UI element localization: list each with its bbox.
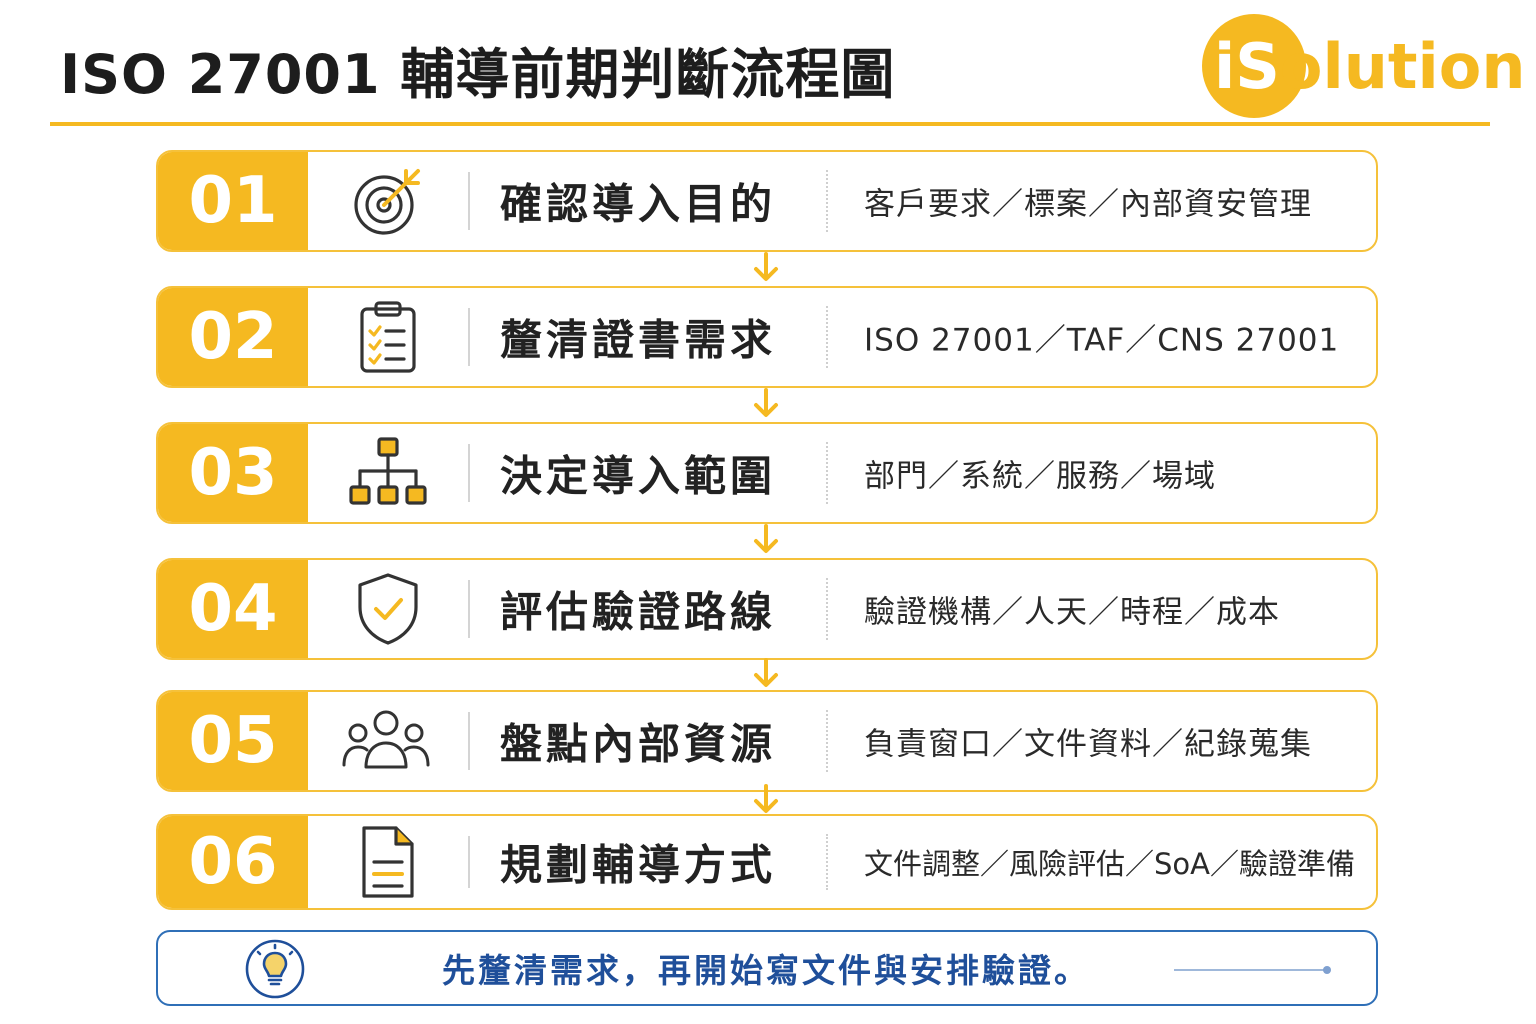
org-chart-icon <box>348 433 428 513</box>
page-title: ISO 27001 輔導前期判斷流程圖 <box>60 43 896 106</box>
step-card-01: 01 確認導入目的 客戶要求／標案／內部資安管理 <box>156 150 1378 252</box>
step-title: 釐清證書需求 <box>500 315 777 365</box>
step-description: 驗證機構／人天／時程／成本 <box>864 594 1280 631</box>
decorative-line <box>1174 966 1331 974</box>
dotted-separator <box>826 578 828 640</box>
target-icon <box>348 161 428 241</box>
step-title: 確認導入目的 <box>500 179 777 229</box>
step-card-03: 03 決定導入範圍 部門／系統／服務／場域 <box>156 422 1378 524</box>
shield-check-icon <box>348 569 428 649</box>
logo-circle <box>1202 14 1306 118</box>
step-number: 06 <box>188 825 278 899</box>
step-number: 03 <box>188 436 278 510</box>
down-arrow-icon <box>754 252 778 281</box>
down-arrow-icon <box>754 658 778 687</box>
header-divider <box>50 122 1490 126</box>
step-description: 文件調整／風險評估／SoA／驗證準備 <box>864 847 1355 881</box>
step-description: ISO 27001／TAF／CNS 27001 <box>864 322 1340 359</box>
step-card-06: 06 規劃輔導方式 文件調整／風險評估／SoA／驗證準備 <box>156 814 1378 910</box>
logo-text: iSolution <box>1214 30 1526 103</box>
tip-bar: 先釐清需求，再開始寫文件與安排驗證。 <box>156 930 1378 1006</box>
vertical-separator <box>468 836 470 888</box>
step-title: 規劃輔導方式 <box>500 840 777 890</box>
vertical-separator <box>468 580 470 638</box>
vertical-separator <box>468 444 470 502</box>
step-number: 01 <box>188 164 278 238</box>
dotted-separator <box>826 170 828 232</box>
brand-logo: iSolution <box>1200 12 1526 122</box>
step-number: 02 <box>188 300 278 374</box>
step-number-box: 06 <box>158 816 308 908</box>
vertical-separator <box>468 308 470 366</box>
step-card-02: 02 釐清證書需求 ISO 27001／TAF／CNS 27001 <box>156 286 1378 388</box>
step-number: 04 <box>188 572 278 646</box>
step-number-box: 01 <box>158 152 308 250</box>
down-arrow-icon <box>754 524 778 553</box>
step-number-box: 05 <box>158 692 308 790</box>
tip-text: 先釐清需求，再開始寫文件與安排驗證。 <box>442 951 1090 990</box>
clipboard-checklist-icon <box>348 297 428 377</box>
dotted-separator <box>826 306 828 368</box>
step-description: 負責窗口／文件資料／紀錄蒐集 <box>864 726 1312 763</box>
step-number-box: 02 <box>158 288 308 386</box>
step-description: 部門／系統／服務／場域 <box>864 458 1216 495</box>
lightbulb-icon <box>245 939 305 999</box>
step-title: 決定導入範圍 <box>500 451 777 501</box>
document-icon <box>348 822 428 902</box>
step-number-box: 04 <box>158 560 308 658</box>
step-number: 05 <box>188 704 278 778</box>
people-group-icon <box>338 701 434 781</box>
step-card-05: 05 盤點內部資源 負責窗口／文件資料／紀錄蒐集 <box>156 690 1378 792</box>
vertical-separator <box>468 172 470 230</box>
step-number-box: 03 <box>158 424 308 522</box>
down-arrow-icon <box>754 784 778 813</box>
step-title: 評估驗證路線 <box>500 587 777 637</box>
dotted-separator <box>826 442 828 504</box>
down-arrow-icon <box>754 388 778 417</box>
step-description: 客戶要求／標案／內部資安管理 <box>864 186 1312 223</box>
step-card-04: 04 評估驗證路線 驗證機構／人天／時程／成本 <box>156 558 1378 660</box>
vertical-separator <box>468 712 470 770</box>
dotted-separator <box>826 834 828 890</box>
dotted-separator <box>826 710 828 772</box>
step-title: 盤點內部資源 <box>500 719 777 769</box>
